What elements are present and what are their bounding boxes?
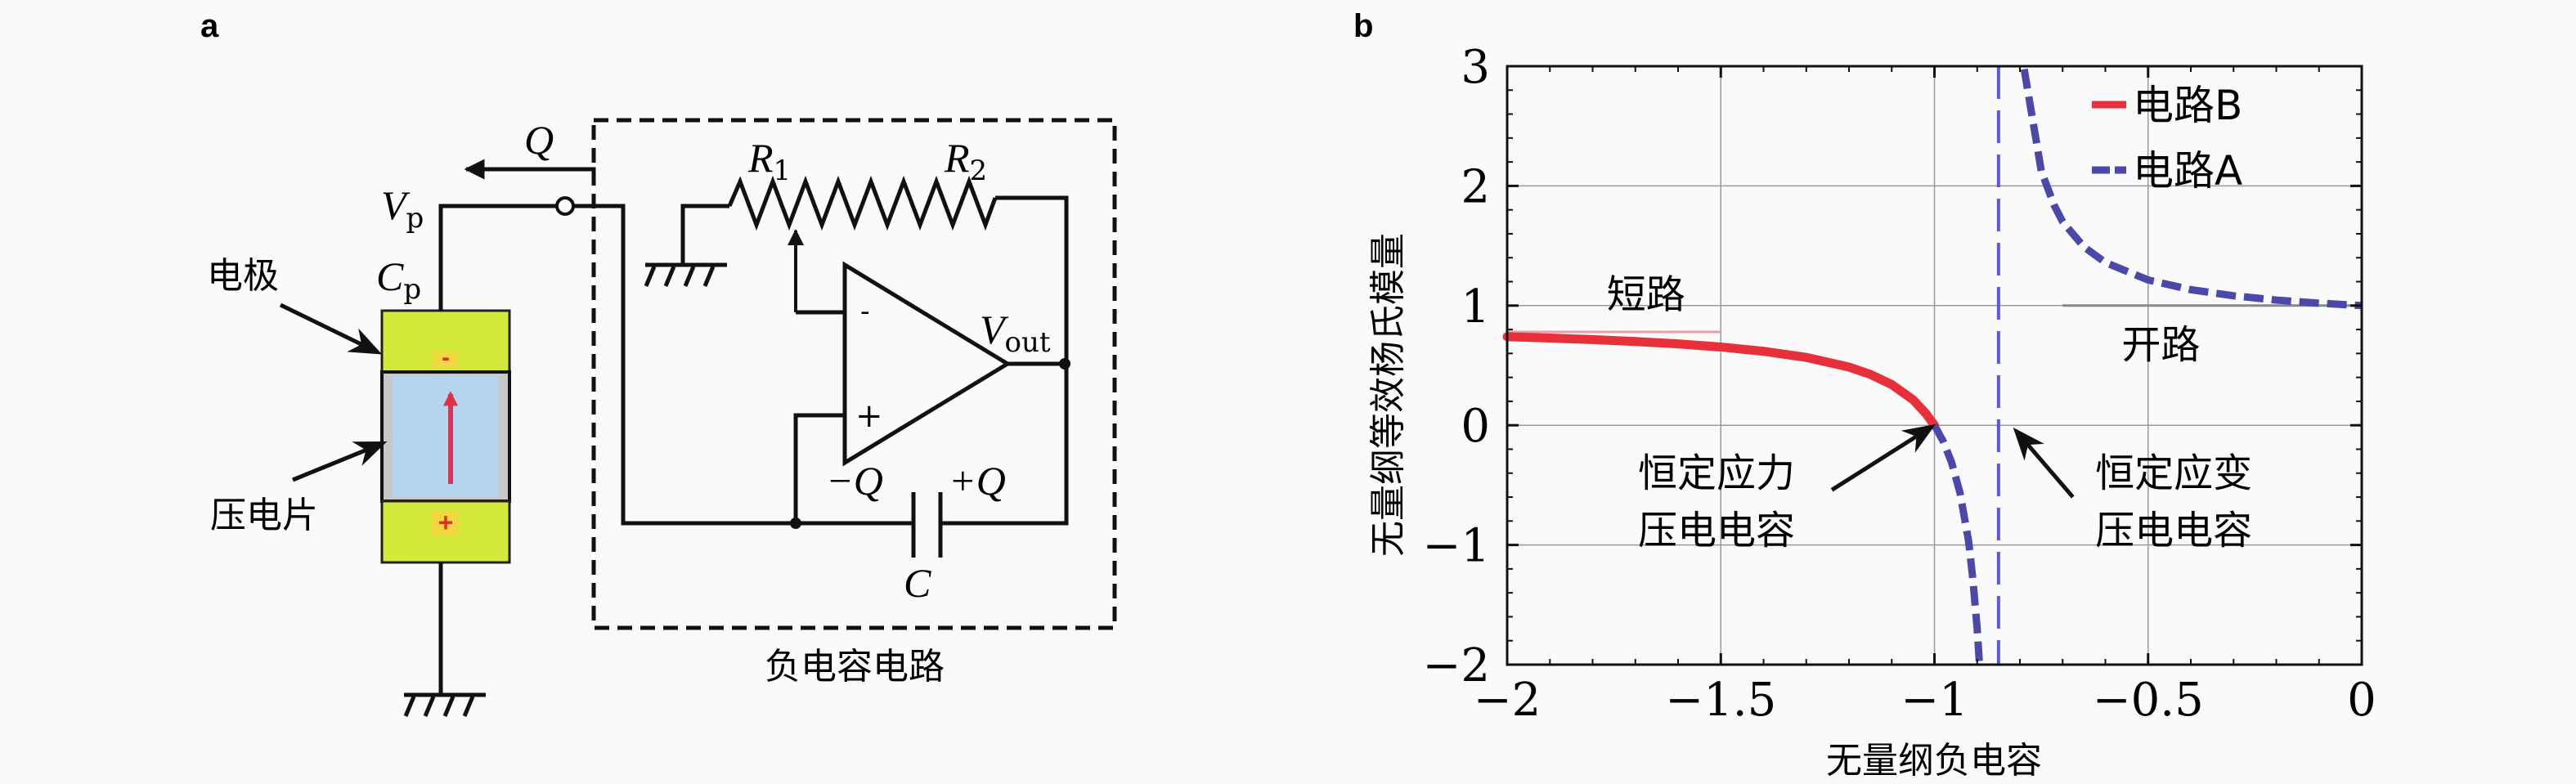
panel-a-circuit: a - + 电极 压电片 Vp Cp Q xyxy=(200,8,1117,717)
y-axis-label: 无量纲等效杨氏模量 xyxy=(1367,233,1409,557)
vout-label: Vout xyxy=(980,307,1051,359)
series xyxy=(1502,66,2363,665)
electrode-top-sign: - xyxy=(442,344,450,371)
y-tick-label: 0 xyxy=(1461,400,1490,453)
x-tick-label: −2 xyxy=(1474,674,1542,727)
negative-capacitance-circuit-box xyxy=(591,118,1117,630)
legend-entry: 电路B xyxy=(2133,82,2242,129)
electrode-label: 电极 xyxy=(207,255,279,297)
wire-r1-ground xyxy=(680,204,729,265)
legend-entry: 电路A xyxy=(2133,147,2242,195)
vp-label: Vp xyxy=(381,182,424,235)
wire-noninverting-input xyxy=(793,413,845,523)
y-tick-label: 1 xyxy=(1461,280,1490,334)
sign-glow-top xyxy=(433,352,458,368)
panel-label-a: a xyxy=(200,8,219,44)
annotation-text: 压电电容 xyxy=(2095,508,2252,553)
series-circuit-a-line xyxy=(1931,423,1983,663)
x-tick-label: −0.5 xyxy=(2093,674,2204,727)
r2-label: R2 xyxy=(944,135,987,187)
x-axis-label: 无量纲负电容 xyxy=(1826,740,2042,782)
x-tick-label: −1 xyxy=(1901,674,1968,727)
panel-label-b: b xyxy=(1353,8,1373,44)
x-tick-label: 0 xyxy=(2347,674,2376,727)
circuit-caption: 负电容电路 xyxy=(765,646,945,688)
piezo-element: - + xyxy=(380,309,511,564)
annotation-text: 开路 xyxy=(2121,322,2200,368)
piezo-fill xyxy=(393,376,499,497)
terminal-node xyxy=(555,196,575,216)
capacitor-c xyxy=(911,492,943,558)
sign-glow-bottom xyxy=(432,511,460,535)
ticks: −2 −1.5 −1 −0.5 0 −2 −1 0 1 2 3 xyxy=(1422,41,2376,727)
series-circuit-b-line xyxy=(1502,332,1939,430)
c-label: C xyxy=(904,560,931,606)
charge-flow-arrow-icon xyxy=(464,159,596,180)
y-tick-label: 2 xyxy=(1461,160,1490,213)
ground-icon xyxy=(403,692,486,717)
y-tick-label: −1 xyxy=(1422,520,1490,573)
annotation-text: 恒定应变 xyxy=(2095,450,2252,496)
piezo-label: 压电片 xyxy=(210,495,318,536)
annotation-arrow-icon xyxy=(1830,423,1936,492)
y-tick-label: −2 xyxy=(1422,639,1490,692)
annotation-arrow-icon xyxy=(2013,427,2075,499)
output-junction-dot xyxy=(1059,358,1070,370)
legend: 电路B 电路A xyxy=(2092,82,2242,195)
series-circuit-a-line xyxy=(2020,68,2363,310)
op-amp-minus: - xyxy=(860,295,870,328)
grid xyxy=(1507,66,2362,665)
piezo-pointer-arrow-icon xyxy=(292,441,388,482)
ground-icon-2 xyxy=(644,262,727,287)
op-amp-plus: + xyxy=(855,397,883,435)
wire-input xyxy=(573,204,913,526)
r1-label: R1 xyxy=(747,135,791,187)
q-label: Q xyxy=(524,117,554,163)
annotation-text: 压电电容 xyxy=(1638,508,1795,553)
x-tick-label: −1.5 xyxy=(1665,674,1776,727)
cp-label: Cp xyxy=(376,253,421,306)
y-tick-label: 3 xyxy=(1461,41,1490,94)
resistor-r1-r2 xyxy=(727,175,998,231)
op-amp xyxy=(842,261,1012,467)
annotation-text: 恒定应力 xyxy=(1638,450,1795,496)
electrode-pointer-arrow-icon xyxy=(279,302,383,355)
annotation-text: 短路 xyxy=(1607,272,1685,318)
junction-dot xyxy=(790,517,801,529)
plus-q-label: +Q xyxy=(949,458,1006,504)
electrode-bottom-sign: + xyxy=(438,508,454,537)
wire-vp xyxy=(438,204,557,311)
minus-q-label: −Q xyxy=(826,458,883,504)
